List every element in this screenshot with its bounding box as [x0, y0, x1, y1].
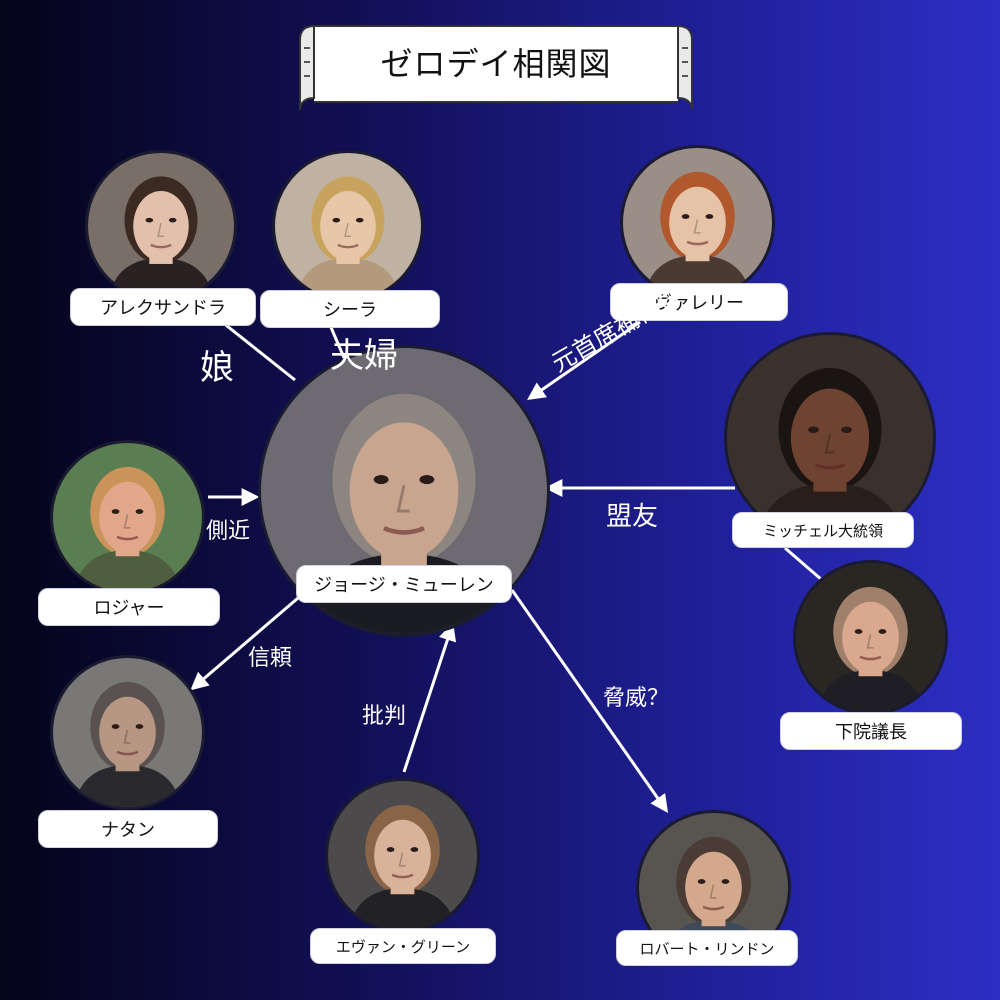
- title-banner: [299, 24, 693, 110]
- line-president-speaker: [784, 546, 823, 582]
- relation-criticism: 批判: [362, 704, 407, 729]
- alexandra-name-label: アレクサンドラ: [70, 288, 256, 326]
- relation-spouse: 夫婦: [330, 336, 398, 376]
- evan-name-label: エヴァン・グリーン: [310, 928, 496, 964]
- sheila-name-label: シーラ: [260, 290, 440, 328]
- valerie-name-label: ヴァレリー: [610, 283, 788, 321]
- line-daughter: [221, 320, 296, 382]
- arrow-former-deputy-chief: [527, 320, 641, 401]
- arrow-trust: [190, 596, 299, 691]
- line-spouse: [328, 324, 347, 361]
- arrow-threat: [510, 589, 669, 813]
- sheila-portrait[interactable]: [272, 150, 424, 302]
- speaker-portrait[interactable]: [793, 560, 948, 715]
- relation-daughter: 娘: [200, 348, 234, 388]
- relation-aide: 側近: [206, 519, 251, 544]
- evan-portrait[interactable]: [325, 778, 480, 933]
- alexandra-portrait[interactable]: [85, 150, 237, 302]
- mitchell-name-label: ミッチェル大統領: [732, 512, 914, 548]
- arrow-criticism: [402, 622, 457, 773]
- relation-ally: 盟友: [606, 502, 659, 532]
- relation-threat: 脅威？: [603, 686, 670, 711]
- roger-portrait[interactable]: [50, 440, 205, 595]
- center-name-label: ジョージ・ミューレン: [296, 565, 512, 603]
- nathan-portrait[interactable]: [50, 655, 205, 810]
- robert-name-label: ロバート・リンドン: [616, 930, 798, 966]
- nathan-name-label: ナタン: [38, 810, 218, 848]
- relation-trust: 信頼: [248, 646, 293, 671]
- roger-name-label: ロジャー: [38, 588, 220, 626]
- diagram-title: ゼロデイ相関図: [380, 45, 612, 83]
- speaker-name-label: 下院議長: [780, 712, 962, 750]
- valerie-portrait[interactable]: [620, 145, 775, 300]
